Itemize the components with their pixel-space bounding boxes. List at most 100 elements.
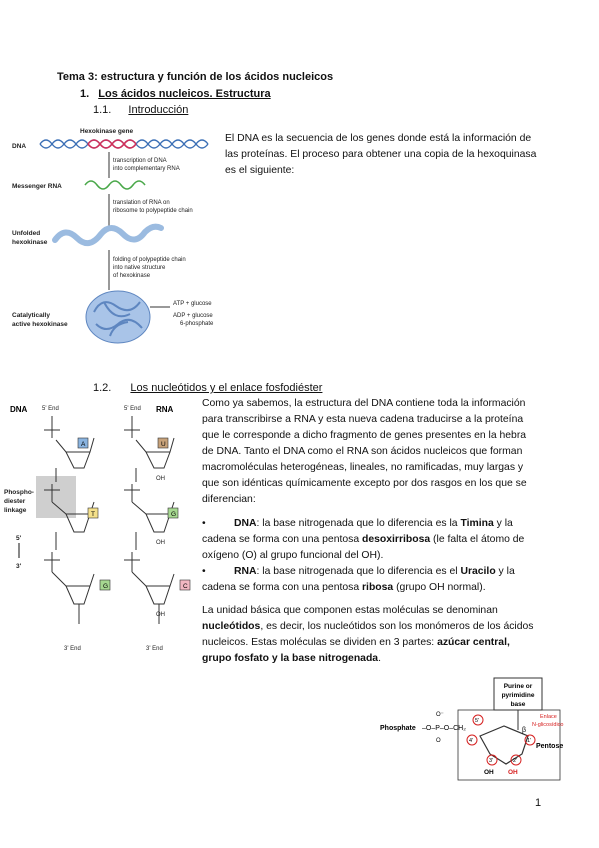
fig1-adp-line2: 6-phosphate (180, 321, 214, 327)
base-g-rna-label: G (171, 511, 176, 518)
text: (grupo OH normal). (393, 582, 486, 593)
enlace-label-2: N-glicosídico (532, 722, 563, 728)
section-heading-1: 1. Los ácidos nucleicos. Estructura (80, 88, 271, 100)
fig2-rna-5end: 5' End (124, 406, 141, 412)
linkage-line3: linkage (4, 507, 27, 514)
base-u-label: U (161, 441, 166, 448)
step3-line3: of hexokinase (113, 273, 151, 279)
svg-text:O: O (436, 738, 441, 744)
nucleotide-chain-figure: DNA RNA 5' End 5' End Phospho- diester l… (4, 405, 191, 652)
list-item-dna: • DNA: la base nitrogenada que lo difere… (202, 518, 525, 561)
fig2-dna-label: DNA (10, 405, 28, 414)
base-g-rna-icon (167, 507, 179, 519)
nucleic-acid-paragraph: Como ya sabemos, la estructura del DNA c… (202, 398, 527, 505)
text: : la base nitrogenada que lo diferencia … (256, 518, 461, 529)
base-c-label: C (183, 583, 188, 590)
hexokinase-figure: DNA Hexokinase gene transcription of DNA… (12, 128, 214, 344)
carbon-3-marker (486, 754, 498, 766)
rna-oh-1: OH (156, 476, 165, 482)
carbon-1-marker (524, 734, 536, 746)
carbon-3-label: 3' (489, 758, 493, 764)
rna-oh-3: OH (156, 612, 165, 618)
base-label-1: Purine or (504, 683, 533, 690)
base-label-2: pyrimidine (502, 692, 535, 699)
fig2-dna-5end: 5' End (42, 406, 59, 412)
oh-2-label: OH (508, 769, 518, 776)
text: . (378, 653, 381, 664)
emphasis-timina: Timina (460, 518, 494, 529)
step2-line2: ribosome to polypeptide chain (113, 208, 193, 214)
nucleotide-structure-figure: Purine or pyrimidine base Phosphate ‒O‒P… (380, 677, 563, 781)
fig1-atp: ATP + glucose (173, 301, 212, 307)
carbon-4-label: 4' (469, 738, 473, 744)
step1-line1: transcription of DNA (113, 158, 167, 164)
base-a-icon (77, 437, 89, 449)
fig2-dna-3end: 3' End (64, 646, 81, 652)
svg-text:‒O‒P‒O‒CH₂: ‒O‒P‒O‒CH₂ (422, 725, 466, 732)
fig1-unfolded-line2: hexokinase (12, 239, 48, 246)
fig1-active-line2: active hexokinase (12, 321, 68, 328)
subsection-heading-1-1: 1.1. Introducción (93, 104, 188, 116)
fig1-mrna-label: Messenger RNA (12, 183, 62, 190)
text: : la base nitrogenada que lo diferencia … (256, 566, 461, 577)
emphasis-nucleotidos: nucleótidos (202, 621, 261, 632)
step3-line2: into native structure (113, 265, 166, 271)
phosphate-label: Phosphate (380, 725, 416, 732)
text: (le falta el átomo de oxígeno (O) al gru… (202, 534, 525, 561)
direction-3: 3' (16, 563, 22, 570)
direction-5: 5' (16, 535, 22, 542)
subsection-title: Los nucleótidos y el enlace fosfodiéster (130, 382, 323, 394)
carbon-2-marker (510, 754, 522, 766)
folded-hexokinase-icon (85, 290, 151, 344)
pentose-label: Pentose (536, 743, 563, 750)
fig1-adp-line1: ADP + glucose (173, 313, 213, 319)
linkage-line1: Phospho- (4, 489, 34, 496)
carbon-4-marker (466, 734, 478, 746)
fig1-gene-label: Hexokinase gene (80, 128, 133, 135)
text: y la cadena se forma con una pentosa (202, 518, 513, 545)
beta-label: β (522, 727, 526, 734)
section-number: 1. (80, 88, 90, 100)
term-dna: DNA (234, 518, 257, 529)
rna-oh-2: OH (156, 540, 165, 546)
base-t-label: T (91, 511, 95, 518)
subsection-heading-1-2: 1.2. Los nucleótidos y el enlace fosfodi… (93, 382, 322, 394)
carbon-5-label: 5' (475, 718, 479, 724)
text: , es decir, los nucleótidos son los monó… (202, 621, 534, 648)
emphasis-desoxirribosa: desoxirribosa (362, 534, 431, 545)
page-number: 1 (535, 797, 542, 809)
text: La unidad básica que componen estas molé… (202, 605, 498, 616)
step2-line1: translation of RNA on (113, 200, 170, 206)
mrna-icon (84, 180, 146, 190)
base-a-label: A (81, 441, 86, 448)
nucleotide-paragraph: La unidad básica que componen estas molé… (202, 603, 535, 667)
polypeptide-chain-icon (52, 223, 164, 247)
linkage-line2: diester (4, 498, 26, 505)
base-u-icon (157, 437, 169, 449)
step1-line2: into complementary RNA (113, 166, 180, 172)
fig1-active-line1: Catalytically (12, 312, 50, 319)
step3-line1: folding of polypeptide chain (113, 257, 186, 263)
fig2-rna-label: RNA (156, 405, 174, 414)
dna-helix-icon (39, 139, 209, 149)
fig1-dna-label: DNA (12, 143, 26, 150)
base-c-icon (179, 579, 191, 591)
base-t-icon (87, 507, 99, 519)
fig2-rna-3end: 3' End (146, 646, 163, 652)
section-title: Los ácidos nucleicos. Estructura (98, 88, 271, 100)
emphasis-uracilo: Uracilo (460, 566, 496, 577)
differences-list: • DNA: la base nitrogenada que lo difere… (202, 516, 535, 596)
carbon-5-marker (472, 714, 484, 726)
text: y la cadena se forma con una pentosa (202, 566, 515, 593)
base-g-icon (99, 579, 111, 591)
nucleotide-frame (457, 709, 561, 781)
enlace-label-1: Enlace (540, 714, 557, 720)
term-rna: RNA (234, 566, 257, 577)
document-title: Tema 3: estructura y función de los ácid… (57, 71, 334, 83)
list-item-rna: • RNA: la base nitrogenada que lo difere… (202, 566, 515, 593)
carbon-1-label: 1' (527, 738, 531, 744)
subsection-number: 1.2. (93, 382, 112, 394)
intro-paragraph: El DNA es la secuencia de los genes dond… (225, 133, 537, 176)
oh-3-label: OH (484, 769, 494, 776)
carbon-2-label: 2' (513, 758, 517, 764)
